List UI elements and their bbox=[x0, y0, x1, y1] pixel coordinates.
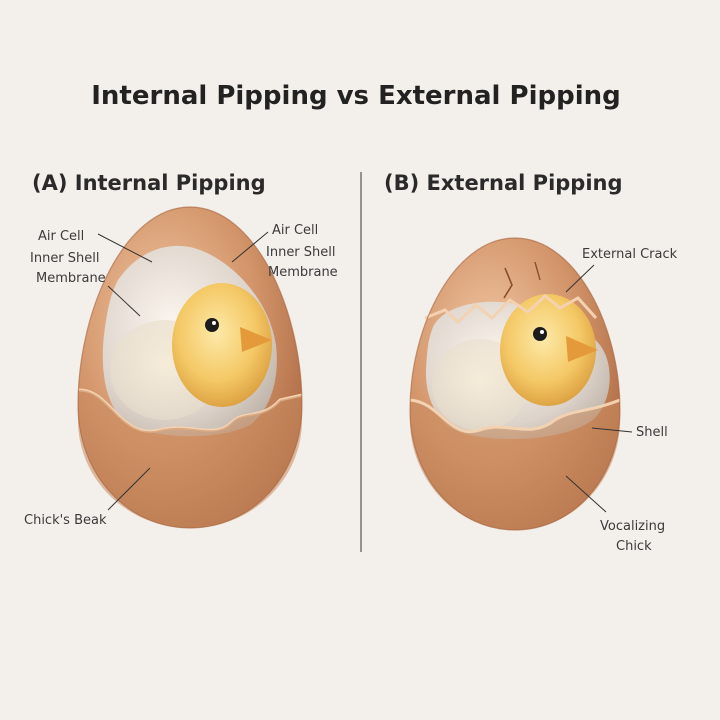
chick-b-eye-icon bbox=[533, 327, 547, 341]
chick-b-beak-icon bbox=[566, 336, 598, 362]
panel-a-heading: (A) Internal Pipping bbox=[32, 171, 266, 195]
chick-a bbox=[172, 283, 272, 407]
chick-a-beak-icon bbox=[240, 327, 272, 352]
egg-b bbox=[409, 237, 621, 531]
leader-external-crack bbox=[565, 264, 595, 293]
label-external-crack: External Crack bbox=[582, 247, 678, 262]
label-vocalizing-chick: Chick bbox=[616, 539, 652, 554]
leader-shell bbox=[591, 427, 633, 433]
label-air-cell-right: Air Cell bbox=[272, 223, 318, 238]
label-inner-shell-right: Inner Shell bbox=[266, 245, 336, 260]
label-shell: Shell bbox=[636, 425, 668, 440]
leader-air-cell-right bbox=[231, 231, 269, 263]
leader-air-cell-left bbox=[97, 233, 153, 263]
leader-vocalizing bbox=[565, 475, 607, 513]
label-air-cell-left: Air Cell bbox=[38, 229, 84, 244]
panel-internal-pipping: (A) Internal Pipping Air Cell Inner Shel… bbox=[24, 171, 338, 529]
chick-a-eye-icon bbox=[205, 318, 219, 332]
leader-membrane-left bbox=[107, 285, 141, 317]
chick-b bbox=[500, 294, 596, 406]
label-membrane-left: Membrane bbox=[36, 271, 106, 286]
page-title: Internal Pipping vs External Pipping bbox=[91, 81, 621, 111]
label-inner-shell-left: Inner Shell bbox=[30, 251, 100, 266]
label-membrane-right: Membrane bbox=[268, 265, 338, 280]
egg-a bbox=[77, 206, 303, 529]
panel-external-pipping: (B) External Pipping External Crack Shel… bbox=[384, 171, 678, 554]
label-chicks-beak: Chick's Beak bbox=[24, 513, 107, 528]
label-vocalizing: Vocalizing bbox=[600, 519, 665, 534]
leader-chicks-beak bbox=[107, 467, 151, 511]
panel-b-heading: (B) External Pipping bbox=[384, 171, 623, 195]
